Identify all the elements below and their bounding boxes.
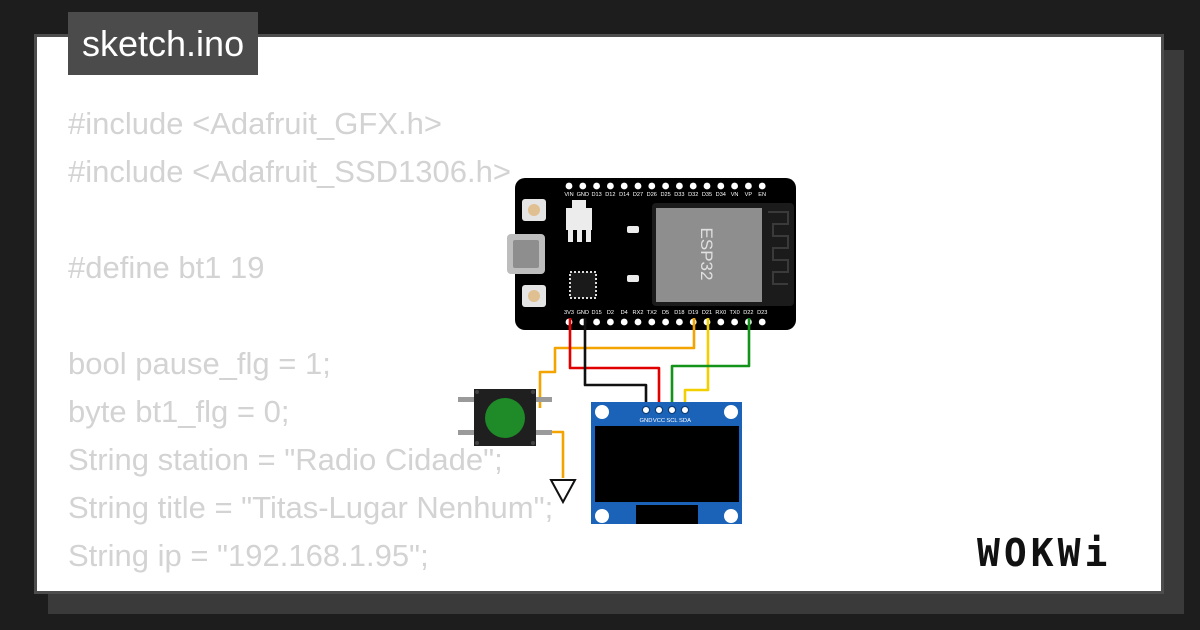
oled-pin-label: SCL xyxy=(666,418,678,424)
wire-orange-button-gnd xyxy=(550,430,565,478)
oled-screen xyxy=(595,426,739,502)
oled-pin-vcc[interactable] xyxy=(654,405,664,415)
oled-pin-label: SDA xyxy=(679,418,691,424)
code-line: String ip = "192.168.1.95"; xyxy=(68,538,429,573)
esp32-bottom-pin-d18[interactable] xyxy=(676,318,683,326)
esp32-bottom-pin-label: D18 xyxy=(674,310,684,316)
esp32-top-pin-label: D26 xyxy=(647,192,657,198)
esp32-top-pin-d13[interactable] xyxy=(593,182,600,190)
esp32-top-pin-label: D33 xyxy=(674,192,684,198)
file-tab[interactable]: sketch.ino xyxy=(68,12,259,75)
pushbutton[interactable] xyxy=(458,389,552,446)
wires xyxy=(538,318,751,478)
wire-black-gnd xyxy=(583,318,648,410)
esp32-bottom-pin-tx2[interactable] xyxy=(648,318,656,326)
esp32-bottom-pin-label: D5 xyxy=(662,310,669,316)
esp32-top-pin-label: GND xyxy=(577,192,589,198)
code-line: #include <Adafruit_SSD1306.h> xyxy=(68,154,511,189)
esp32-bottom-pin-label: D2 xyxy=(607,310,614,316)
esp32-bottom-pin-label: GND xyxy=(577,310,589,316)
wire-orange-d19 xyxy=(538,318,696,408)
esp32-bottom-pin-label: D19 xyxy=(688,310,698,316)
usb-uart-chip xyxy=(569,271,597,299)
esp32-top-pin-d32[interactable] xyxy=(689,182,697,190)
svg-text:WOKWi: WOKWi xyxy=(977,531,1111,575)
esp32-bottom-pin-d4[interactable] xyxy=(620,318,628,326)
code-line: String title = "Titas-Lugar Nenhum"; xyxy=(68,490,554,525)
esp32-top-pin-gnd[interactable] xyxy=(579,182,587,190)
esp32-top-pin-d26[interactable] xyxy=(648,182,656,190)
esp32-top-pin-label: D13 xyxy=(591,192,601,198)
code-line: String station = "Radio Cidade"; xyxy=(68,442,503,477)
oled-pin-scl[interactable] xyxy=(667,405,677,415)
wire-green-d22 xyxy=(670,318,751,410)
esp32-bottom-pin-label: D4 xyxy=(621,310,628,316)
esp32-bottom-pin-label: 3V3 xyxy=(564,310,574,316)
code-editor: #include <Adafruit_GFX.h> #include <Adafr… xyxy=(68,100,553,580)
ground-symbol xyxy=(549,479,577,505)
oled-pin-label: GND xyxy=(640,418,653,424)
esp32-top-pin-d14[interactable] xyxy=(620,182,628,190)
esp32-bottom-pin-label: D22 xyxy=(743,310,753,316)
esp32-bottom-pin-d23[interactable] xyxy=(758,318,766,326)
voltage-regulator xyxy=(566,208,592,230)
code-line: #include <Adafruit_GFX.h> xyxy=(68,106,442,141)
oled-pin-sda[interactable] xyxy=(680,405,690,415)
esp32-top-pin-label: D35 xyxy=(702,192,712,198)
esp32-bottom-pin-label: D23 xyxy=(757,310,767,316)
esp32-bottom-pin-rx2[interactable] xyxy=(634,318,642,326)
esp32-bottom-pin-label: RX0 xyxy=(715,310,726,316)
esp32-top-pin-d34[interactable] xyxy=(717,182,725,190)
esp32-top-pin-vin[interactable] xyxy=(565,182,573,190)
esp32-top-pin-en[interactable] xyxy=(758,182,766,190)
esp32-top-pin-d27[interactable] xyxy=(634,182,642,190)
esp32-top-pin-vp[interactable] xyxy=(745,182,752,190)
esp32-top-pin-d33[interactable] xyxy=(676,182,683,190)
esp32-top-pin-label: VN xyxy=(731,192,739,198)
code-line: #define bt1 19 xyxy=(68,250,265,285)
esp32-bottom-pin-d15[interactable] xyxy=(593,318,600,326)
esp32-bottom-pin-d5[interactable] xyxy=(662,318,669,326)
esp32-bottom-pin-label: TX0 xyxy=(729,310,739,316)
esp32-top-pin-label: VP xyxy=(745,192,753,198)
esp32-bottom-pin-label: RX2 xyxy=(633,310,644,316)
esp32-bottom-pin-tx0[interactable] xyxy=(731,318,738,326)
wokwi-logo: WOKWi xyxy=(977,531,1111,575)
esp32-bottom-pin-rx0[interactable] xyxy=(717,318,725,326)
wire-red-3v3 xyxy=(568,318,661,410)
esp32-top-pin-label: EN xyxy=(758,192,766,198)
esp32-top-pin-label: D14 xyxy=(619,192,629,198)
esp32-top-pin-label: D32 xyxy=(688,192,698,198)
esp32-top-pin-label: D25 xyxy=(660,192,670,198)
esp32-bottom-pin-d2[interactable] xyxy=(607,318,614,326)
oled-pin-label: VCC xyxy=(653,418,665,424)
esp32-chip-label: ESP32 xyxy=(697,228,716,281)
esp32-top-pin-vn[interactable] xyxy=(731,182,738,190)
esp32-bottom-pin-label: D15 xyxy=(591,310,601,316)
wire-yellow-d21 xyxy=(683,318,710,410)
esp32-top-pin-label: D34 xyxy=(716,192,726,198)
esp32-bottom-pin-label: D21 xyxy=(702,310,712,316)
esp32-top-pin-label: D27 xyxy=(633,192,643,198)
esp32-top-pin-d35[interactable] xyxy=(703,182,711,190)
oled-pin-gnd[interactable] xyxy=(641,405,651,415)
esp32-top-pin-label: VIN xyxy=(564,192,573,198)
esp32-top-pin-d12[interactable] xyxy=(607,182,614,190)
esp32-bottom-pin-label: TX2 xyxy=(647,310,657,316)
code-line: bool pause_flg = 1; xyxy=(68,346,331,381)
esp32-top-pin-label: D12 xyxy=(605,192,615,198)
code-line: byte bt1_flg = 0; xyxy=(68,394,290,429)
esp32-top-pin-d25[interactable] xyxy=(662,182,669,190)
